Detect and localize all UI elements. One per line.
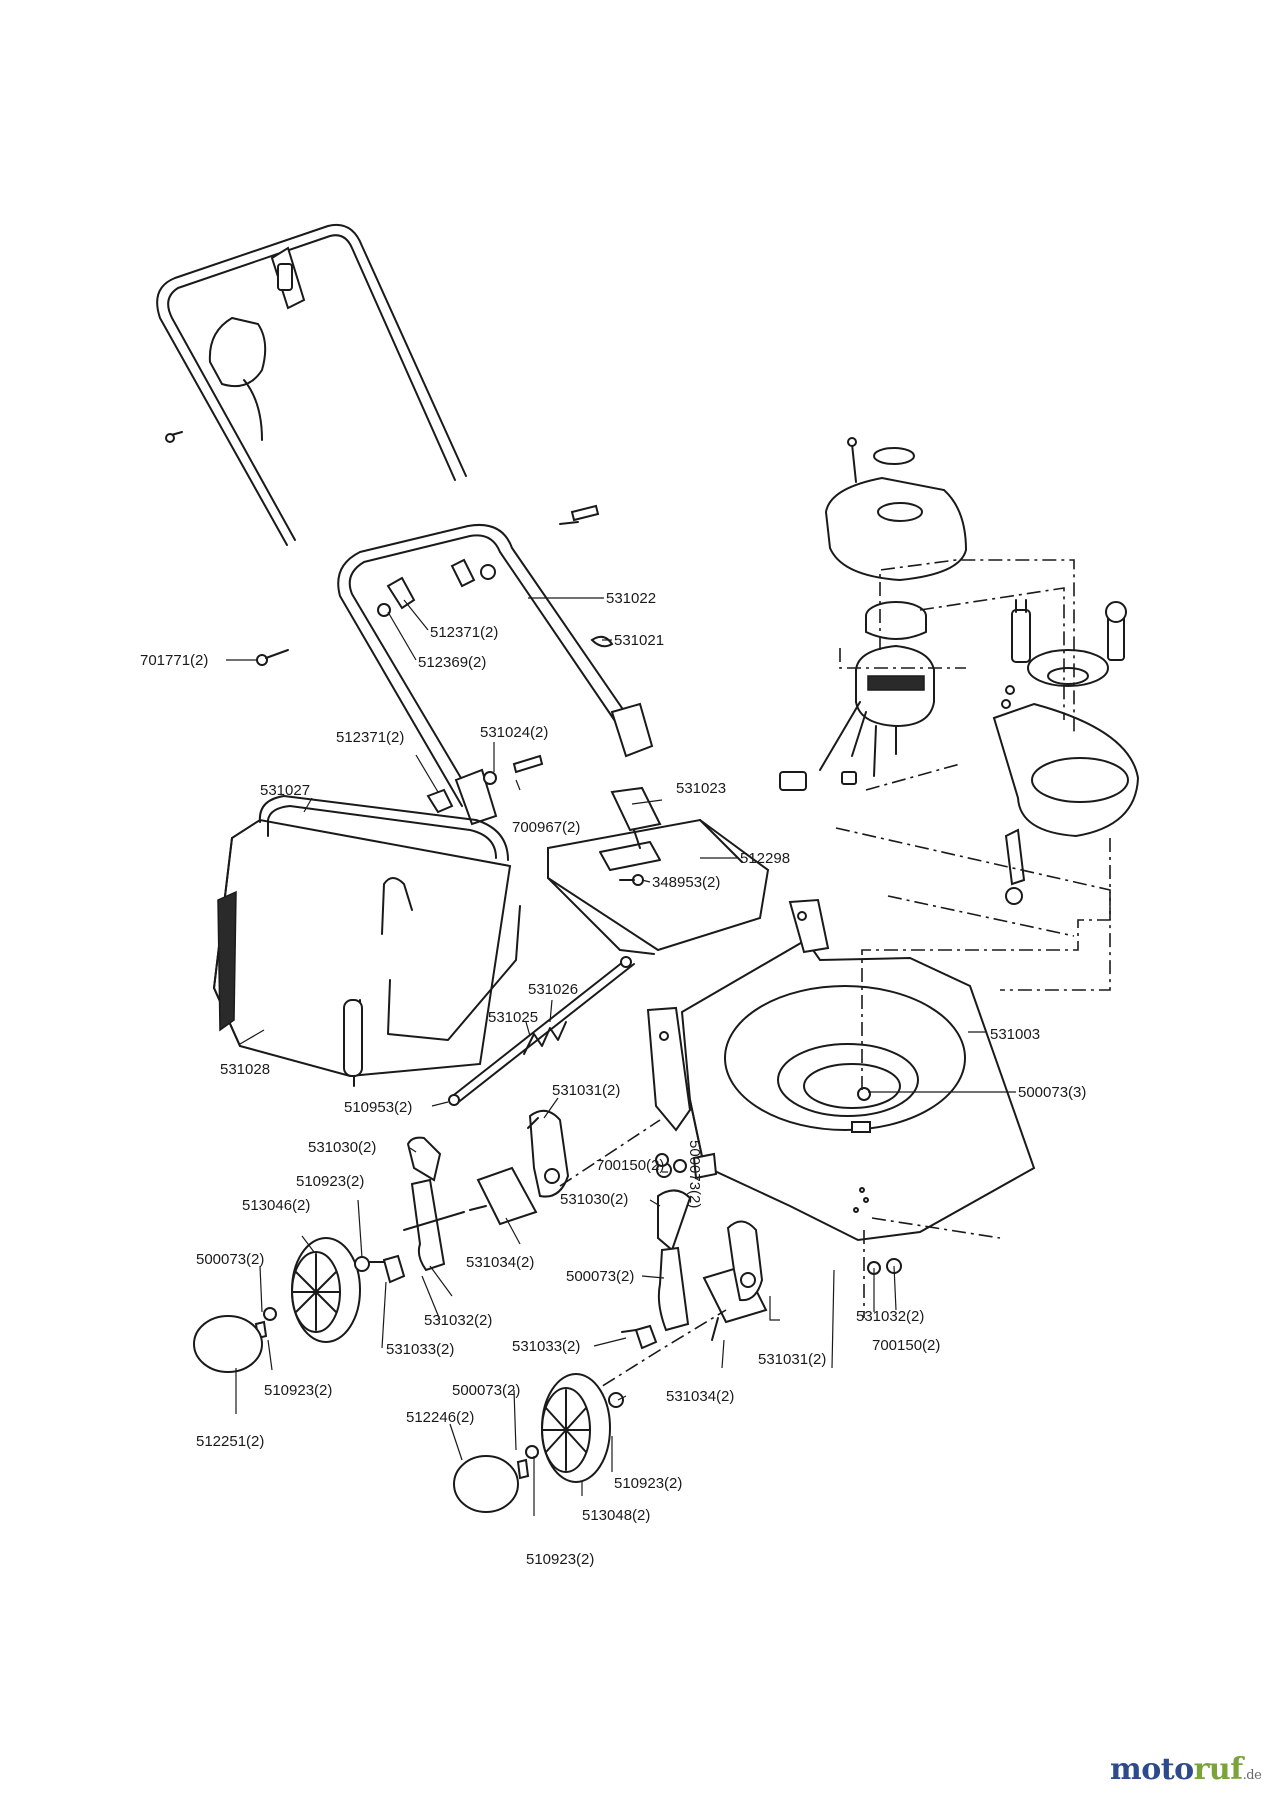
label-531034-b: 531034(2) xyxy=(666,1388,735,1405)
label-531032-a: 500073(2) xyxy=(566,1268,635,1285)
motoruf-logo: motoruf.de xyxy=(1110,1752,1262,1787)
label-531026: 531026 xyxy=(528,981,579,998)
label-510923-d: 510923(2) xyxy=(526,1551,595,1568)
leader-lines xyxy=(226,597,1016,1516)
label-500073-a: 500073(2) xyxy=(196,1251,265,1268)
label-700967: 700967(2) xyxy=(512,819,581,836)
motor-assembly xyxy=(779,437,1140,905)
label-531030-b: 531030(2) xyxy=(560,1191,629,1208)
label-531031-a: 531031(2) xyxy=(552,1082,621,1099)
label-700150-a: 700150(2) xyxy=(596,1157,665,1174)
label-700150-b: 700150(2) xyxy=(872,1337,941,1354)
assembly-lines xyxy=(835,559,1111,1318)
label-531025: 531025 xyxy=(488,1009,539,1026)
label-500073-c: 500073(2) xyxy=(452,1382,521,1399)
label-512251: 512251(2) xyxy=(196,1433,265,1450)
label-531021: 531021 xyxy=(614,632,665,649)
upper-handle xyxy=(156,224,467,546)
label-531031-b: 531031(2) xyxy=(758,1351,827,1368)
label-531027: 531027 xyxy=(260,782,311,799)
wheel-rear xyxy=(453,1373,624,1513)
lower-handle xyxy=(256,504,654,826)
label-510923-c: 510923(2) xyxy=(614,1475,683,1492)
label-531003: 531003 xyxy=(990,1026,1041,1043)
label-531033-a: 531033(2) xyxy=(386,1341,455,1358)
label-531032-b: 531032(2) xyxy=(424,1312,493,1329)
deflector-flap xyxy=(547,786,770,955)
label-500073-vertical: 500073(2) xyxy=(686,1140,703,1209)
height-adjust-axle xyxy=(448,956,635,1106)
label-510923-a: 510923(2) xyxy=(296,1173,365,1190)
label-510923-b: 510923(2) xyxy=(264,1382,333,1399)
label-500073-b: 531032(2) xyxy=(856,1308,925,1325)
label-531033-b: 531033(2) xyxy=(512,1338,581,1355)
grass-catcher xyxy=(212,795,521,1087)
label-531023: 531023 xyxy=(676,780,727,797)
label-531028: 531028 xyxy=(220,1061,271,1078)
label-513046: 513046(2) xyxy=(242,1197,311,1214)
label-512369: 512369(2) xyxy=(418,654,487,671)
deck-housing xyxy=(646,898,1036,1242)
left-height-adjuster xyxy=(369,1109,718,1284)
label-701771: 701771(2) xyxy=(140,652,209,669)
label-513048: 513048(2) xyxy=(582,1507,651,1524)
label-512298: 512298 xyxy=(740,850,791,867)
label-531022: 531022 xyxy=(606,590,657,607)
label-512371-a: 512371(2) xyxy=(430,624,499,641)
wheel-front-left xyxy=(193,1237,370,1373)
logo-part-2: ruf xyxy=(1193,1752,1244,1787)
label-500073-3: 500073(3) xyxy=(1018,1084,1087,1101)
label-531030-a: 531030(2) xyxy=(308,1139,377,1156)
label-531024: 531024(2) xyxy=(480,724,549,741)
label-531034-a: 531034(2) xyxy=(466,1254,535,1271)
label-348953: 348953(2) xyxy=(652,874,721,891)
label-510953: 510953(2) xyxy=(344,1099,413,1116)
logo-suffix: .de xyxy=(1242,1768,1262,1783)
label-512246: 512246(2) xyxy=(406,1409,475,1426)
logo-part-1: moto xyxy=(1110,1752,1194,1787)
label-512371-b: 512371(2) xyxy=(336,729,405,746)
